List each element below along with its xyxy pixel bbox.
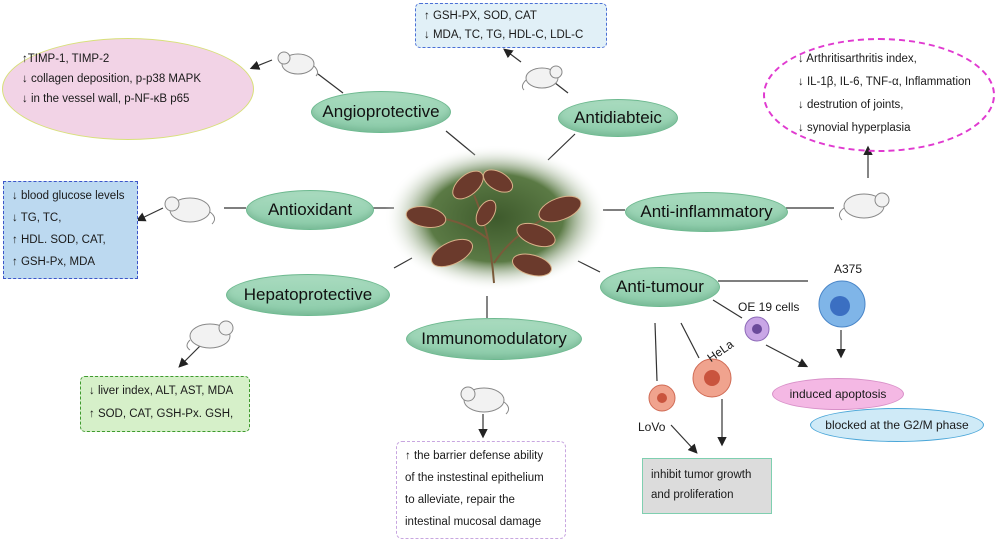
pill-antidiabetic: Antidiabteic bbox=[558, 99, 678, 137]
effect-line: ↓ collagen deposition, p-p38 MAPK bbox=[22, 73, 201, 85]
effect-line: ↓ synovial hyperplasia bbox=[798, 122, 911, 134]
mouse-icon bbox=[186, 320, 234, 351]
lovo-label: LoVo bbox=[638, 420, 666, 434]
oe19-label: OE 19 cells bbox=[738, 300, 800, 314]
effect-line: ↓ destrution of joints, bbox=[798, 99, 904, 111]
immunomodulatory-effects-box: ↑ the barrier defense ability of the ins… bbox=[396, 441, 566, 539]
a375-label: A375 bbox=[834, 262, 863, 276]
inhibit-line: inhibit tumor growth bbox=[651, 469, 752, 481]
effect-line: ↓ Arthritisarthritis index, bbox=[798, 53, 917, 65]
pill-immunomodulatory: Immunomodulatory bbox=[406, 318, 582, 360]
effect-line: of the instestinal epithelium bbox=[405, 472, 544, 484]
effect-line: ↓ MDA, TC, TG, HDL-C, LDL-C bbox=[424, 29, 584, 41]
antidiabetic-effects-box: ↑ GSH-PX, SOD, CAT ↓ MDA, TC, TG, HDL-C,… bbox=[415, 3, 607, 48]
oe19-cell-icon bbox=[744, 316, 770, 342]
angioprotective-effects-box bbox=[2, 38, 254, 140]
anti-inflammatory-effects-text: ↓ Arthritisarthritis index, ↓ IL-1β, IL-… bbox=[790, 45, 990, 143]
effect-line: ↓ TG, TC, bbox=[12, 212, 62, 224]
angioprotective-effects-text: ↑TIMP-1, TIMP-2 ↓ collagen deposition, p… bbox=[14, 46, 246, 112]
effect-line: ↑ GSH-Px, MDA bbox=[12, 256, 96, 268]
effect-line: ↓ IL-1β, IL-6, TNF-α, Inflammation bbox=[798, 76, 971, 88]
effect-line: ↑ the barrier defense ability bbox=[405, 450, 544, 462]
mouse-icon bbox=[521, 65, 563, 91]
mouse-icon bbox=[460, 386, 510, 415]
effect-line: ↑ GSH-PX, SOD, CAT bbox=[424, 10, 537, 22]
effect-line: ↓ liver index, ALT, AST, MDA bbox=[89, 385, 234, 397]
induced-apoptosis-label: induced apoptosis bbox=[772, 378, 904, 410]
anti-inflammatory-effects-box bbox=[763, 38, 995, 152]
blocked-g2m-label: blocked at the G2/M phase bbox=[810, 408, 984, 442]
a375-cell-icon bbox=[818, 280, 866, 328]
antioxidant-effects-box: ↓ blood glucose levels ↓ TG, TC, ↑ HDL. … bbox=[3, 181, 138, 279]
pill-antioxidant: Antioxidant bbox=[246, 190, 374, 230]
mouse-icon bbox=[164, 196, 216, 225]
hepatoprotective-effects-box: ↓ liver index, ALT, AST, MDA ↑ SOD, CAT,… bbox=[80, 376, 250, 432]
inhibit-tumor-box: inhibit tumor growth and proliferation bbox=[642, 458, 772, 514]
inhibit-line: and proliferation bbox=[651, 489, 734, 501]
effect-line: ↑ HDL. SOD, CAT, bbox=[12, 234, 106, 246]
pill-angioprotective: Angioprotective bbox=[311, 91, 451, 133]
pill-anti-tumour: Anti-tumour bbox=[600, 267, 720, 307]
effect-line: to alleviate, repair the bbox=[405, 494, 515, 506]
mouse-icon bbox=[838, 192, 890, 221]
effect-line: intestinal mucosal damage bbox=[405, 516, 542, 528]
effect-line: ↓ in the vessel wall, p-NF-κB p65 bbox=[22, 93, 190, 105]
effect-line: ↑TIMP-1, TIMP-2 bbox=[22, 53, 110, 65]
mouse-icon bbox=[277, 51, 319, 77]
pill-hepatoprotective: Hepatoprotective bbox=[226, 274, 390, 316]
pill-anti-inflammatory: Anti-inflammatory bbox=[625, 192, 788, 232]
effect-line: ↑ SOD, CAT, GSH-Px. GSH, bbox=[89, 408, 234, 420]
plant-image bbox=[384, 145, 608, 291]
hela-cell-icon bbox=[692, 358, 732, 398]
lovo-cell-icon bbox=[648, 384, 676, 412]
effect-line: ↓ blood glucose levels bbox=[12, 190, 125, 202]
